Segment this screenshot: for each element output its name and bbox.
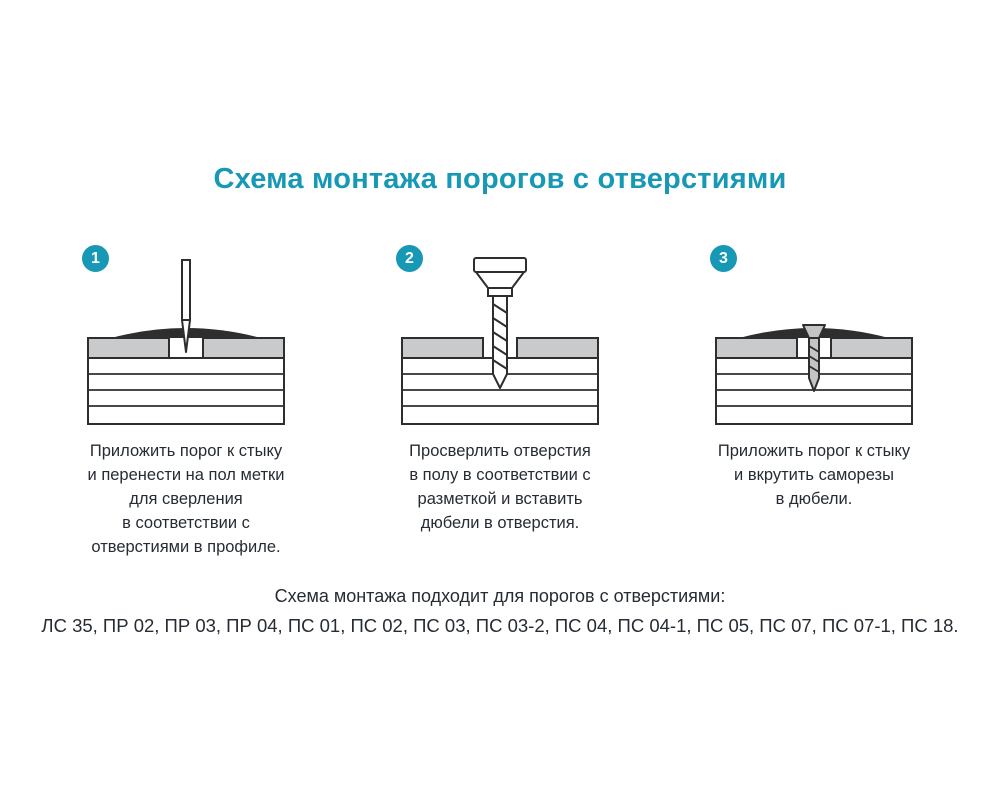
floor-layers [87,357,285,425]
drill-bit [473,257,527,389]
step-3-illustration [688,248,940,426]
step-1: 1 [60,240,312,560]
awl-marking-icon [87,259,285,425]
step-2-illustration [374,248,626,426]
screw [802,324,826,392]
step-3-number-badge: 3 [710,245,737,272]
drill-icon [401,257,599,425]
step-1-illustration [60,248,312,426]
step-2: 2 [374,240,626,560]
page-title: Схема монтажа порогов с отверстиями [213,163,787,195]
step-1-caption: Приложить порог к стыку и перенести на п… [87,442,285,556]
step-1-number-badge: 1 [82,245,109,272]
compatibility-note: Схема монтажа подходит для порогов с отв… [274,586,726,606]
floor-covering [715,337,913,359]
compatible-models-list: ЛС 35, ПР 02, ПР 03, ПР 04, ПС 01, ПС 02… [41,615,959,636]
floor-covering [401,337,599,359]
step-3-caption: Приложить порог к стыку и вкрутить самор… [717,442,911,508]
step-3: 3 [688,240,940,560]
screw-icon [715,324,913,425]
step-2-number-badge: 2 [396,245,423,272]
step-2-caption: Просверлить отверстия в полу в соответст… [409,442,591,532]
steps-row: 1 [60,240,940,560]
marking-awl [181,259,191,353]
